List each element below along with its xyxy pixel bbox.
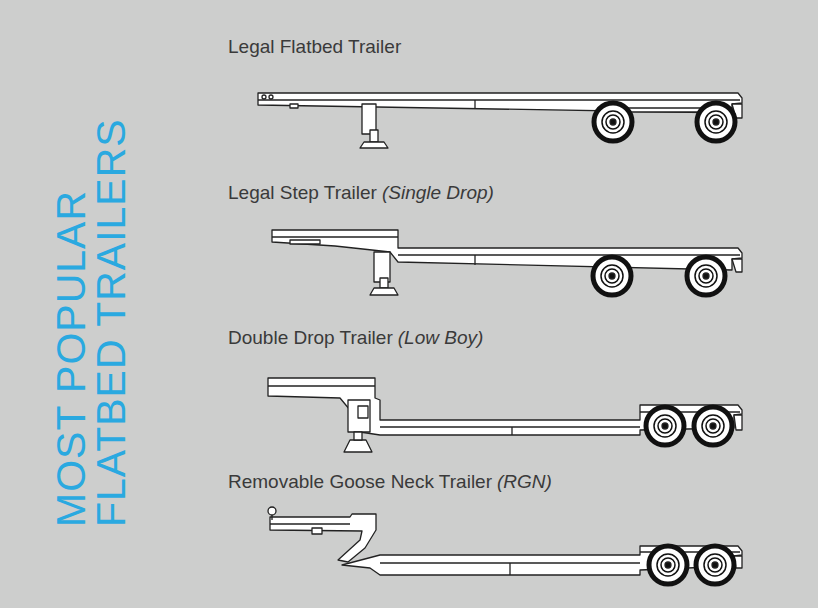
flatbed-trailer — [258, 93, 742, 148]
trailer-name: Legal Flatbed Trailer — [228, 36, 401, 57]
trailer-caption: Double Drop Trailer(Low Boy) — [228, 327, 483, 349]
trailer-name: Removable Goose Neck Trailer — [228, 471, 492, 492]
trailer-name: Legal Step Trailer — [228, 182, 377, 203]
double-drop-trailer — [268, 378, 742, 452]
trailer-alias: (Low Boy) — [398, 327, 484, 348]
trailer-caption: Removable Goose Neck Trailer(RGN) — [228, 471, 552, 493]
vertical-title: MOST POPULAR FLATBED TRAILERS — [51, 87, 135, 527]
trailer-alias: (RGN) — [497, 471, 552, 492]
trailer-name: Double Drop Trailer — [228, 327, 393, 348]
trailer-caption: Legal Flatbed Trailer — [228, 36, 401, 58]
rgn-trailer — [268, 507, 742, 584]
trailer-alias: (Single Drop) — [382, 182, 494, 203]
step-deck-trailer — [272, 230, 742, 295]
trailer-caption: Legal Step Trailer(Single Drop) — [228, 182, 494, 204]
